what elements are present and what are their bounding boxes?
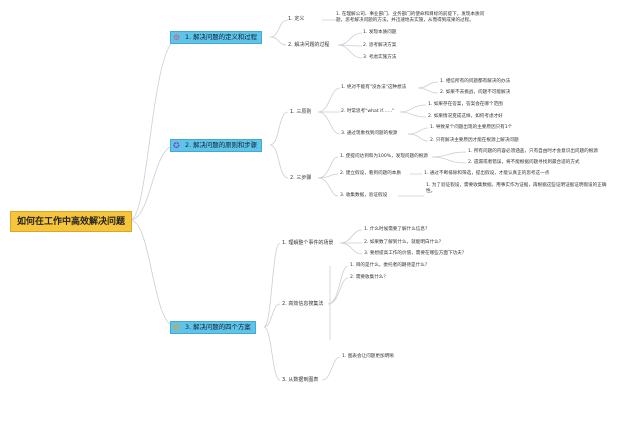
b3-chart-item-1: 1. 图表会让问题更加明晰: [342, 354, 394, 359]
branch2-label: 2. 解决问题的原则和步骤: [185, 141, 258, 149]
b1-process-item-3: 3. 考虑实施方法: [363, 55, 397, 60]
b2-p3-item-1: 1. 导致某个问题出现的主要原因只有1个: [430, 125, 513, 130]
branch3-label: 3. 解决问题的四个方案: [185, 323, 251, 331]
b3-info-item-1: 1. 目的是什么，委托者的期待是什么？: [350, 263, 430, 268]
branch3-node[interactable]: ❂ 3. 解决问题的四个方案: [170, 321, 256, 334]
star-icon: ✪: [173, 141, 180, 150]
b2-p3: 3. 通过现象找到问题的根源: [341, 131, 398, 136]
b1-process[interactable]: 2. 解决问题的过程: [288, 42, 330, 48]
b2-q1-item-2: 2. 遗漏或者错误，将不能根据问题寻找到最合适的方式: [468, 160, 580, 165]
root-node[interactable]: 如何在工作中高效解决问题: [10, 211, 132, 232]
root-branch1-line: [129, 36, 181, 221]
branch1-label: 1. 解决问题的定义和过程: [185, 33, 258, 41]
b2-steps[interactable]: 2. 三步骤: [290, 175, 312, 181]
b1-process-item-2: 2. 思考解决方案: [363, 43, 397, 48]
b2-p2: 2. 时常思考"what if……": [341, 109, 395, 114]
branch2-node[interactable]: ✪ 2. 解决问题的原则和步骤: [170, 139, 263, 152]
b2-q3-item-1: 1. 为了验证假设，需要收集数据，用事实作为证据，再根据这些证明证据证明假设的正…: [426, 183, 607, 194]
root-branch2-line: [129, 144, 177, 221]
gear-icon: ⚙: [173, 33, 181, 42]
b2-q3: 3. 收集数据，验证假设: [340, 193, 388, 198]
b3-scene-item-2: 2. 如果数了解到什么，就能明白什么？: [364, 240, 444, 245]
b2-q2-item-1: 1. 通过不断排除和筛选，提出假设，才能认真正的思考这一点: [424, 171, 550, 176]
b3-chart[interactable]: 3. 从数据到图表: [282, 377, 319, 383]
b2-p2-item-2: 2. 如果情况变成这样，如何考虑才好: [428, 114, 503, 119]
b3-scene[interactable]: 1. 理解整个事件的场景: [282, 240, 334, 246]
b2-p3-item-2: 2. 只有解决主要原因才能在根源上解决问题: [430, 138, 519, 143]
b2-principles[interactable]: 1. 三原则: [290, 109, 312, 115]
root-branch3-line: [129, 219, 177, 328]
b2-q2: 2. 建立假设，看到问题的本质: [340, 171, 401, 176]
b2-q1-item-1: 1. 所有问题的内容必须涵盖，只有自由时才会意识出问题的根源: [468, 149, 598, 154]
b3-info-item-2: 2. 需要收集什么？: [350, 275, 389, 280]
b2-p1: 1. 绝对不能有"没办法"这种想法: [341, 85, 407, 90]
b3-scene-item-1: 1. 什么时候需要了解什么信息？: [364, 227, 430, 232]
branch1-node[interactable]: ⚙ 1. 解决问题的定义和过程: [170, 31, 263, 44]
b3-info[interactable]: 2. 高效信息搜集法: [282, 301, 324, 307]
b1-definition-text: 1. 在理解公司、事业部门、业务部门的使命和目标的前提下，发现本质问题，思考解决…: [336, 12, 485, 23]
b2-p1-item-2: 2. 如果不去挑战，问题不可能解决: [440, 90, 511, 95]
b2-p2-item-1: 1. 如果存在答案，答案会在哪个范围: [428, 102, 503, 107]
b1-definition[interactable]: 1. 定义: [288, 16, 305, 22]
b3-scene-item-3: 3. 要想提高工作的价值，需要在哪些方面下功夫？: [364, 251, 467, 256]
ribbon-icon: ❂: [173, 323, 180, 332]
b1-process-item-1: 1. 发现本质问题: [363, 30, 397, 35]
b2-q1: 1. 使提问达到和为100%，发现问题的根源: [340, 154, 428, 159]
b2-p1-item-1: 1. 相信所有的问题都有解决的办法: [440, 79, 511, 84]
